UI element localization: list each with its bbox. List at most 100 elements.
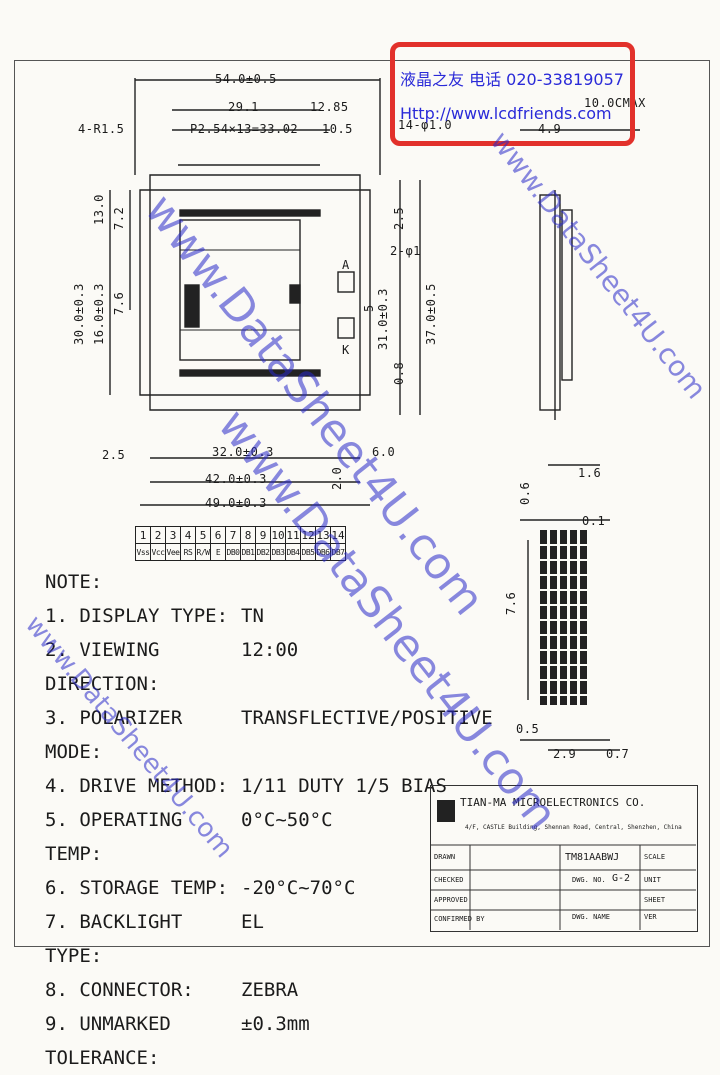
unit-label: UNIT	[644, 876, 661, 884]
contact-stamp	[390, 42, 635, 146]
note-value: 12:00	[241, 639, 299, 661]
note-item: 9. UNMARKED TOLERANCE: ±0.3mm	[45, 1007, 493, 1075]
dim-h5: 5	[362, 304, 376, 312]
pin-number: 2	[150, 526, 166, 544]
pin-signal: DB0	[225, 543, 241, 561]
pin-signal: E	[210, 543, 226, 561]
dim-h30: 30.0±0.3	[72, 283, 86, 345]
note-label: 7. BACKLIGHT TYPE:	[45, 911, 183, 967]
datasheet-page: 54.0±0.5 29.1 12.85 P2.54×13=33.02 10.5 …	[14, 42, 713, 1069]
dim-w49: 49.0±0.3	[205, 496, 267, 510]
approved-label: APPROVED	[434, 896, 468, 904]
pin-number: 3	[165, 526, 181, 544]
dim-seg05: 0.5	[516, 722, 540, 736]
dim-h13: 13.0	[92, 194, 106, 225]
note-item: 8. CONNECTOR: ZEBRA	[45, 973, 493, 1007]
model-number: TM81AABWJ	[565, 852, 620, 863]
note-label: 5. OPERATING TEMP:	[45, 809, 183, 865]
pin-signal: DB2	[255, 543, 271, 561]
dim-h31: 31.0±0.3	[376, 288, 390, 350]
dim-side16: 1.6	[578, 466, 602, 480]
note-value: 1/11 DUTY 1/5 BIAS	[241, 775, 447, 797]
sheet-label: SHEET	[644, 896, 666, 904]
notes-title: NOTE:	[45, 571, 103, 593]
scale-label: SCALE	[644, 853, 666, 861]
dwg-number: G-2	[612, 873, 631, 884]
dim-pin-span-right: 12.85	[310, 100, 349, 114]
note-label: 3. POLARIZER MODE:	[45, 707, 183, 763]
note-item: 1. DISPLAY TYPE: TN	[45, 599, 493, 633]
dim-pitch: P2.54×13=33.02	[190, 122, 299, 136]
dim-w42: 42.0±0.3	[205, 472, 267, 486]
dim-top-width: 54.0±0.5	[215, 72, 277, 86]
dim-side-4-9: 4.9	[538, 122, 562, 136]
dim-h08: 0.8	[392, 361, 406, 385]
stamp-phone-line: 液晶之友 电话 020-33819057	[400, 70, 624, 89]
note-item: 6. STORAGE TEMP: -20°C~70°C	[45, 871, 493, 905]
dim-max-thickness: 10.0CMAX	[584, 96, 646, 110]
note-label: 8. CONNECTOR:	[45, 979, 194, 1001]
note-item: 4. DRIVE METHOD: 1/11 DUTY 1/5 BIAS	[45, 769, 493, 803]
note-label: 1. DISPLAY TYPE:	[45, 605, 229, 627]
note-value: EL	[241, 911, 264, 933]
pin-number: 8	[240, 526, 256, 544]
note-label: 6. STORAGE TEMP:	[45, 877, 229, 899]
pin-signal: Vss	[135, 543, 151, 561]
pin-signal: Vee	[165, 543, 181, 561]
dim-h72: 7.2	[112, 206, 126, 230]
dim-h25: 2.5	[392, 206, 406, 230]
pin-number: 5	[195, 526, 211, 544]
dwg-no-label: DWG. NO.	[572, 876, 606, 884]
note-value: TN	[241, 605, 264, 627]
dim-h37: 37.0±0.5	[424, 283, 438, 345]
dim-seg76: 7.6	[504, 591, 518, 615]
dim-w6: 6.0	[372, 445, 396, 459]
company-address: 4/F, CASTLE Building, Shennan Road, Cent…	[465, 824, 682, 831]
note-label: 9. UNMARKED TOLERANCE:	[45, 1013, 171, 1069]
ver-label: VER	[644, 913, 657, 921]
dim-h76: 7.6	[112, 291, 126, 315]
note-value: -20°C~70°C	[241, 877, 356, 899]
dim-seg06: 0.6	[518, 481, 532, 505]
note-item: 5. OPERATING TEMP: 0°C~50°C	[45, 803, 493, 871]
dwg-name-label: DWG. NAME	[572, 913, 610, 921]
pin-number: 6	[210, 526, 226, 544]
dim-seg29: 2.9	[553, 747, 577, 761]
notes-section: NOTE: 1. DISPLAY TYPE: TN 2. VIEWING DIRE…	[45, 565, 493, 1075]
note-value: 0°C~50°C	[241, 809, 333, 831]
note-value: ±0.3mm	[241, 1013, 310, 1035]
pin-signal: DB4	[285, 543, 301, 561]
note-label: 4. DRIVE METHOD:	[45, 775, 229, 797]
dim-w32: 32.0±0.3	[212, 445, 274, 459]
stamp-url-line: Http://www.lcdfriends.com	[400, 104, 612, 123]
lcd-module-drawing	[109, 78, 696, 930]
pin-signal: DB1	[240, 543, 256, 561]
note-item: 2. VIEWING DIRECTION: 12:00	[45, 633, 493, 701]
dim-led-pin: 2-φ1	[390, 244, 421, 258]
anode-label: A	[342, 258, 350, 272]
pin-signal: DB5	[300, 543, 316, 561]
dim-corner-radius: 4-R1.5	[78, 122, 125, 136]
dim-seg01: 0.1	[582, 514, 606, 528]
dim-seg07: 0.7	[606, 747, 630, 761]
dim-pin-dia: 14-φ1.0	[398, 118, 453, 132]
dim-right-offset: 10.5	[322, 122, 353, 136]
drawing-frame	[14, 60, 710, 947]
title-block	[430, 785, 698, 932]
segment-grid	[540, 530, 587, 705]
pin-signal: RS	[180, 543, 196, 561]
pin-number: 14	[330, 526, 346, 544]
pin-number: 1	[135, 526, 151, 544]
pin-number: 9	[255, 526, 271, 544]
note-value: ZEBRA	[241, 979, 299, 1001]
dim-left25: 2.5	[102, 448, 126, 462]
confirmed-label: CONFIRMED BY	[434, 915, 485, 923]
pin-assignment-table: 1 2 3 4 5 6 7 8 9 10 11 12 13 14 Vss Vcc…	[135, 526, 346, 561]
cathode-label: K	[342, 343, 350, 357]
pin-signal-row: Vss Vcc Vee RS R/W E DB0 DB1 DB2 DB3 DB4…	[135, 543, 346, 561]
pin-signal: Vcc	[150, 543, 166, 561]
pin-signal: R/W	[195, 543, 211, 561]
pin-signal: DB7	[330, 543, 346, 561]
dim-h16: 16.0±0.3	[92, 283, 106, 345]
note-label: 2. VIEWING DIRECTION:	[45, 639, 160, 695]
